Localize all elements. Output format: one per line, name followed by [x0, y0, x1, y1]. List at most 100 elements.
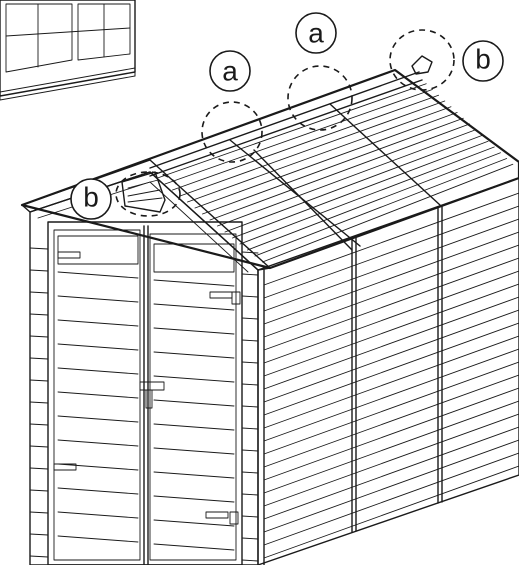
side-siding-line [263, 270, 519, 364]
door-panel-line [57, 343, 139, 351]
side-siding-line [263, 439, 519, 533]
highlight-circle-b2 [389, 29, 455, 91]
front-siding-line [241, 471, 259, 474]
side-siding-line [263, 218, 519, 312]
roof-rib [157, 83, 427, 179]
side-siding-line [263, 348, 519, 442]
roof-rib [217, 129, 477, 227]
callout-a2: a [295, 12, 337, 54]
side-siding-line [263, 413, 519, 507]
gable-vent [121, 171, 166, 213]
front-siding-line [241, 405, 259, 408]
front-siding-line [241, 339, 259, 342]
door-panel-line [57, 271, 139, 279]
shed-doors [47, 221, 243, 565]
door-panel-line [57, 367, 139, 375]
door-panel-line [57, 391, 139, 399]
front-siding-line [29, 423, 49, 426]
front-siding-line [29, 269, 49, 272]
door-panel-line [57, 415, 139, 423]
side-siding-line [263, 309, 519, 403]
roof-rib [247, 152, 501, 251]
callout-b2: b [462, 40, 504, 82]
door-panel-line [57, 295, 139, 303]
side-siding-line [263, 387, 519, 481]
front-siding-line [29, 291, 49, 294]
front-siding-line [29, 489, 49, 492]
front-siding-line [241, 361, 259, 364]
door-panel-line [57, 535, 139, 543]
side-siding-line [263, 400, 519, 494]
door-panel-line [153, 399, 235, 407]
callout-a2-label: a [308, 18, 324, 49]
roof-rib [254, 158, 508, 257]
shed-roof [20, 68, 519, 270]
highlight-circle-b1 [115, 171, 181, 217]
side-siding-line [263, 452, 519, 546]
roof-rib [194, 112, 458, 209]
door-panel-line [57, 511, 139, 519]
front-siding-line [241, 559, 259, 562]
highlight-circle-a2 [287, 65, 353, 131]
front-siding-line [29, 533, 49, 536]
door-panel-line [57, 487, 139, 495]
front-siding-line [241, 273, 259, 276]
side-siding-line [263, 244, 519, 338]
door-panel-line [153, 471, 235, 479]
callout-a1: a [209, 50, 251, 92]
house-window [0, 0, 136, 101]
side-siding-line [263, 465, 519, 559]
side-siding-line [263, 283, 519, 377]
side-siding-line [263, 231, 519, 325]
door-panel-line [153, 303, 235, 311]
door-panel-line [153, 519, 235, 527]
roof-rib [209, 123, 470, 221]
roof-rib [187, 106, 452, 203]
front-siding-line [29, 313, 49, 316]
ridge-cap [411, 55, 433, 75]
side-siding-line [263, 192, 519, 286]
door-panel-line [57, 319, 139, 327]
roof-rib [202, 117, 464, 215]
roof-rib [232, 140, 489, 239]
front-siding-line [29, 445, 49, 448]
front-siding-line [241, 317, 259, 320]
front-siding-line [241, 449, 259, 452]
front-siding-line [29, 335, 49, 338]
callout-b1: b [70, 178, 112, 220]
front-siding-line [241, 295, 259, 298]
roof-rib [262, 163, 514, 263]
front-siding-line [29, 555, 49, 558]
front-siding-line [241, 383, 259, 386]
roof-rib [224, 135, 483, 233]
roof-rib [179, 100, 446, 197]
door-panel-line [153, 495, 235, 503]
roof-rib [239, 146, 495, 245]
front-siding-line [241, 537, 259, 540]
side-siding-line [263, 296, 519, 390]
front-siding-line [241, 515, 259, 518]
front-siding-line [29, 247, 49, 250]
callout-b1-label: b [83, 182, 99, 213]
door-panel-line [57, 463, 139, 471]
front-siding-line [241, 251, 259, 254]
shed-side-wall [257, 177, 519, 565]
side-siding-line [263, 335, 519, 429]
front-siding-line [29, 511, 49, 514]
front-siding-line [29, 401, 49, 404]
door-panel-line [153, 375, 235, 383]
callout-a1-label: a [222, 56, 238, 87]
roof-rib [172, 94, 440, 191]
front-siding-line [29, 467, 49, 470]
door-panel-line [153, 423, 235, 431]
front-siding-line [241, 493, 259, 496]
door-panel-line [57, 439, 139, 447]
side-siding-line [263, 374, 519, 468]
side-siding-line [263, 205, 519, 299]
callout-b2-label: b [475, 44, 491, 75]
side-siding-line [263, 257, 519, 351]
door-panel-line [153, 279, 235, 287]
side-siding-line [263, 361, 519, 455]
door-panel-line [153, 543, 235, 551]
